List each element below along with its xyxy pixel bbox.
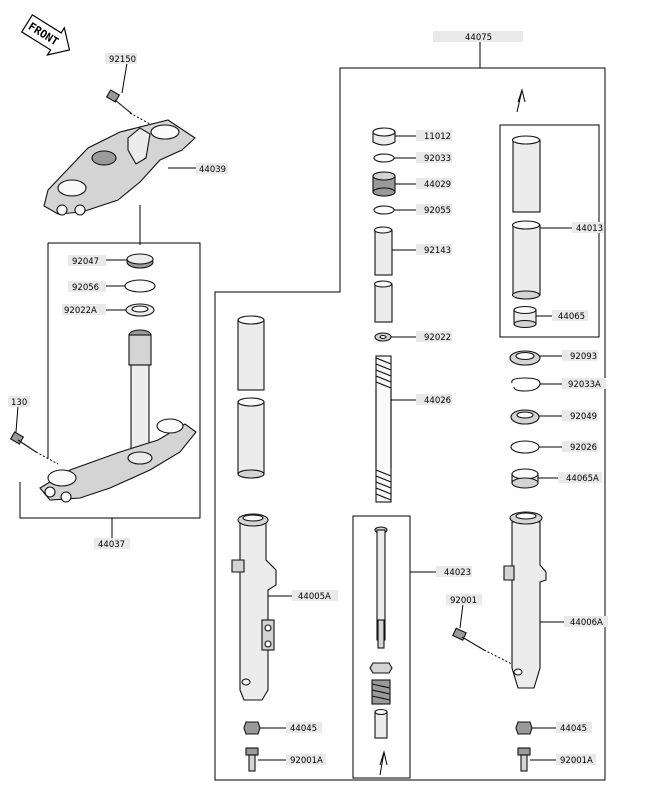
label-44013: 44013 <box>576 224 603 234</box>
seal-92093 <box>509 350 541 366</box>
seal-92049 <box>510 409 540 425</box>
bolt-92001A-left <box>245 747 259 772</box>
label-92093: 92093 <box>570 352 597 362</box>
upper-fork-bracket <box>43 119 196 216</box>
adjuster-44029 <box>372 171 396 197</box>
label-92055: 92055 <box>424 206 451 216</box>
label-44075: 44075 <box>465 33 492 43</box>
oring-92033 <box>373 153 395 163</box>
cap-11012 <box>372 127 396 146</box>
nut-44045-right <box>515 721 533 735</box>
outer-tube-44006A <box>503 511 547 689</box>
spring-44026 <box>375 355 392 503</box>
label-44065A: 44065A <box>566 474 599 484</box>
washer-92022 <box>374 332 392 342</box>
group-outline-44023 <box>352 515 411 779</box>
washer-92056 <box>124 279 156 293</box>
label-92022: 92022 <box>424 333 451 343</box>
bolt-92150 <box>105 89 151 125</box>
bolt-92001 <box>452 627 513 665</box>
clip-92033A <box>511 377 541 392</box>
inner-tube-left <box>237 315 265 479</box>
label-92150: 92150 <box>109 55 136 65</box>
label-92001A-right: 92001A <box>560 756 593 766</box>
label-92143: 92143 <box>424 246 451 256</box>
front-direction-tag: FRONT <box>20 14 71 56</box>
oring-92055 <box>373 205 395 215</box>
bushing-44065A <box>511 468 539 489</box>
washer-92026 <box>510 440 540 454</box>
label-92001A-left: 92001A <box>290 756 323 766</box>
group-outline-44037 <box>19 242 201 519</box>
label-44005A: 44005A <box>298 592 331 602</box>
label-44045-right: 44045 <box>560 724 587 734</box>
label-44065: 44065 <box>558 312 585 322</box>
label-92056: 92056 <box>72 283 99 293</box>
damper-rod-44023 <box>369 526 393 739</box>
inner-tube-44013 <box>511 135 541 300</box>
outer-tube-44005A <box>231 513 277 701</box>
bushing-44065 <box>513 305 537 329</box>
label-11012: 11012 <box>424 132 451 142</box>
label-92047: 92047 <box>72 257 99 267</box>
label-44026: 44026 <box>424 396 451 406</box>
label-92026: 92026 <box>570 443 597 453</box>
label-44045-left: 44045 <box>290 724 317 734</box>
label-92033: 92033 <box>424 154 451 164</box>
label-44023: 44023 <box>444 568 471 578</box>
label-44029: 44029 <box>424 180 451 190</box>
label-92022A: 92022A <box>64 306 97 316</box>
label-130: 130 <box>11 398 27 408</box>
group-outline-44075 <box>214 67 606 781</box>
bolt-130 <box>9 431 59 465</box>
label-92033A: 92033A <box>568 380 601 390</box>
label-44037: 44037 <box>98 540 125 550</box>
label-92001: 92001 <box>450 596 477 606</box>
nut-44045-left <box>243 721 261 735</box>
bolt-92001A-right <box>517 747 531 772</box>
steering-stem-44037 <box>39 329 197 503</box>
leader-lines <box>15 62 572 761</box>
label-44006A: 44006A <box>570 618 603 628</box>
label-92049: 92049 <box>570 412 597 422</box>
part-labels: 44075 92150 44039 92047 92056 92022A 130… <box>8 31 608 766</box>
label-44039: 44039 <box>199 165 226 175</box>
collar-92143 <box>373 226 393 323</box>
